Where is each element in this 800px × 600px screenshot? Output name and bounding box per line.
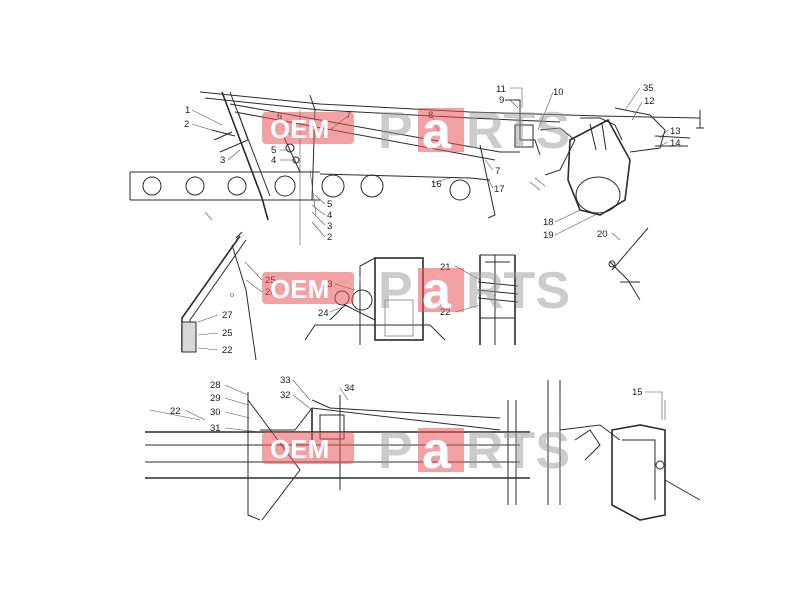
label-21: 21 (440, 262, 451, 273)
label-22c: 22 (170, 406, 181, 417)
svg-text:a: a (422, 262, 452, 320)
label-22: 22 (440, 307, 451, 318)
watermark-brand: OEM (270, 114, 329, 144)
watermark-bottom: OEM BIKE P a RTS (262, 422, 570, 480)
svg-text:a: a (422, 102, 452, 160)
label-20: 20 (597, 229, 608, 240)
label-32: 32 (280, 390, 291, 401)
watermark-middle: OEM BIKE P a RTS (262, 262, 570, 320)
label-3: 3 (220, 155, 225, 166)
side-stand-assembly (181, 231, 257, 361)
label-5: 5 (271, 145, 276, 156)
label-35: 35 (643, 83, 654, 94)
label-16: 16 (431, 179, 442, 190)
label-2b: 2 (327, 232, 332, 243)
label-9: 9 (499, 95, 504, 106)
label-27: 27 (222, 310, 233, 321)
label-34: 34 (344, 383, 355, 394)
label-3b: 3 (327, 221, 332, 232)
watermark-brand: OEM (270, 274, 329, 304)
label-17: 17 (494, 184, 505, 195)
label-1: 1 (185, 105, 190, 116)
watermark-brand: OEM (270, 434, 329, 464)
label-10: 10 (553, 87, 564, 98)
label-33: 33 (280, 375, 291, 386)
label-24: 24 (318, 308, 329, 319)
label-7b: 7 (495, 166, 500, 177)
svg-text:RTS: RTS (466, 262, 570, 320)
svg-text:P: P (378, 262, 413, 320)
label-29: 29 (210, 393, 221, 404)
top-frame-assembly (129, 91, 704, 245)
label-13: 13 (670, 126, 681, 137)
label-4b: 4 (327, 210, 332, 221)
svg-text:RTS: RTS (466, 102, 570, 160)
label-22b: 22 (222, 345, 233, 356)
label-12: 12 (644, 96, 655, 107)
svg-text:P: P (378, 102, 413, 160)
label-31: 31 (210, 423, 221, 434)
label-28: 28 (210, 380, 221, 391)
watermark-top: OEM BIKE P a RTS (262, 102, 570, 160)
label-5b: 5 (327, 199, 332, 210)
label-19: 19 (543, 230, 554, 241)
svg-text:P: P (378, 422, 413, 480)
label-25b: 25 (222, 328, 233, 339)
label-11: 11 (496, 84, 506, 95)
label-2: 2 (184, 119, 189, 130)
svg-text:BIKE: BIKE (358, 438, 372, 444)
label-15: 15 (632, 387, 643, 398)
svg-text:RTS: RTS (466, 422, 570, 480)
label-14: 14 (670, 138, 681, 149)
svg-text:a: a (422, 422, 452, 480)
label-30: 30 (210, 407, 221, 418)
svg-text:BIKE: BIKE (358, 118, 372, 124)
spring-assembly (477, 254, 519, 345)
label-4: 4 (271, 155, 276, 166)
label-18: 18 (543, 217, 554, 228)
svg-text:BIKE: BIKE (358, 278, 372, 284)
small-lever-part (608, 227, 649, 301)
